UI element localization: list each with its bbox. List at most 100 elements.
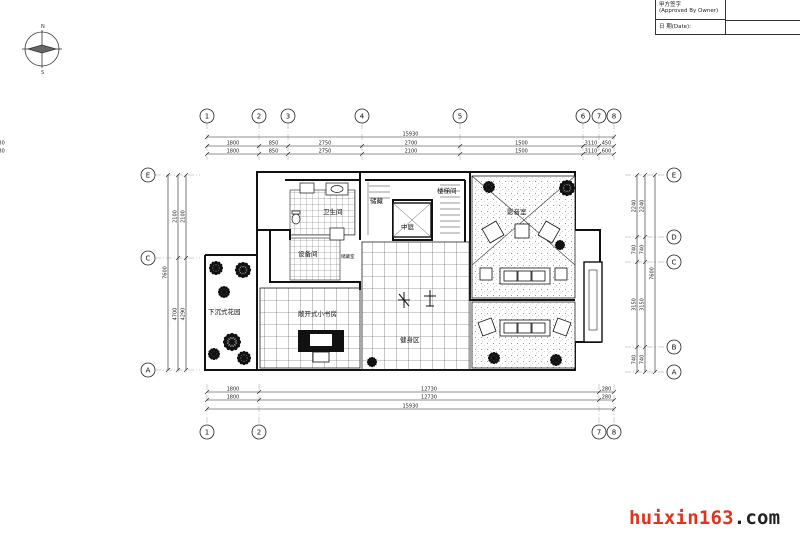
svg-text:E: E xyxy=(146,171,150,179)
gym-equipment-icon xyxy=(398,290,436,308)
equipment-floor xyxy=(289,237,341,281)
dim-bottom-row1-0: 1800 xyxy=(227,387,240,393)
toilet-icon xyxy=(291,182,349,241)
shrub-icon xyxy=(367,357,377,367)
axis-top-8: 8 xyxy=(606,108,622,124)
dim-bottom-row2-1: 12730 xyxy=(421,395,437,401)
stair-treads xyxy=(367,182,460,235)
study-floor xyxy=(259,287,361,369)
shrub-icon xyxy=(550,354,562,366)
svg-text:S: S xyxy=(41,70,44,76)
dim-top-row2-3: 2100 xyxy=(405,149,418,155)
study-desk-icon xyxy=(298,330,344,363)
watermark-domain: huixin163 xyxy=(629,507,734,529)
dim-top-total-0: 15930 xyxy=(403,132,419,138)
svg-text:A: A xyxy=(146,366,151,374)
approval-signature-cell xyxy=(726,0,800,21)
window-bay xyxy=(583,261,603,343)
axis-right-E: E xyxy=(666,167,682,183)
svg-text:8: 8 xyxy=(612,428,616,436)
dim-left-inner2-0: 2100 xyxy=(181,210,187,223)
gym-label: 健身区 xyxy=(400,335,420,344)
dim-top-row1-2: 2750 xyxy=(319,141,332,147)
axis-left-A: A xyxy=(140,362,156,378)
dim-right-inner2-1: 740 xyxy=(632,245,638,255)
svg-text:B: B xyxy=(672,343,677,351)
svg-text:N: N xyxy=(41,24,45,30)
svg-text:7: 7 xyxy=(597,112,601,120)
svg-text:D: D xyxy=(671,233,676,241)
dim-bottom-row2-0: 1800 xyxy=(227,395,240,401)
dim-right-inner2-3: 740 xyxy=(632,355,638,365)
axis-bottom-1: 1 xyxy=(199,424,215,440)
shrub-icon xyxy=(209,261,223,275)
dim-right-inner-2: 3150 xyxy=(640,298,646,311)
axis-bottom-7: 7 xyxy=(591,424,607,440)
dim-left-inner-1: 4700 xyxy=(173,308,179,321)
dim-top-row1-5: 3110 xyxy=(585,141,598,147)
dim-left-outer-0: 7600 xyxy=(163,266,169,279)
approval-en-label: (Approved By Owner) xyxy=(659,8,719,14)
dim-bottom-row2-2: 280 xyxy=(602,395,612,401)
dim-top-row1-1: 850 xyxy=(269,141,279,147)
svg-text:1: 1 xyxy=(205,112,209,120)
dim-top-row1-0: 1800 xyxy=(227,141,240,147)
axis-left-E: E xyxy=(140,167,156,183)
svg-text:2: 2 xyxy=(257,428,261,436)
gym-floor xyxy=(361,241,471,371)
shrub-icon xyxy=(559,180,575,196)
compass-icon: N S xyxy=(22,24,62,76)
armchair-icon xyxy=(477,220,572,337)
svg-text:5: 5 xyxy=(458,112,462,120)
garden-label: 下沉式花园 xyxy=(208,307,241,316)
dim-top-row1-4: 1500 xyxy=(515,141,528,147)
svg-text:4: 4 xyxy=(360,112,365,120)
axis-right-D: D xyxy=(666,229,682,245)
dim-bottom-row1-2: 280 xyxy=(602,387,612,393)
dim-top-row1-3: 2700 xyxy=(405,141,418,147)
dim-left-inner2-1: 4290 xyxy=(181,308,187,321)
svg-text:C: C xyxy=(146,254,151,262)
dim-left-inner-0: 2100 xyxy=(173,210,179,223)
approval-cell: 甲方签字 (Approved By Owner) xyxy=(656,0,726,20)
dim-top-row2-7: 280 xyxy=(0,149,5,155)
dim-top-row2-6: 600 xyxy=(602,149,612,155)
title-block: 甲方签字 (Approved By Owner) 日 期(Date): xyxy=(655,0,800,35)
axis-bottom-8: 8 xyxy=(606,424,622,440)
dim-right-inner-3: 740 xyxy=(640,355,646,365)
svg-text:C: C xyxy=(672,258,677,266)
storage-label: 储藏 xyxy=(370,196,384,205)
sofa-icon xyxy=(499,267,551,337)
axis-top-7: 7 xyxy=(591,108,607,124)
shrub-icon xyxy=(555,240,565,250)
watermark: huixin163.com xyxy=(629,507,780,529)
dim-top-row1-7: 280 xyxy=(0,141,5,147)
bathroom-label: 卫生间 xyxy=(323,207,343,216)
dim-top-row2-5: 3110 xyxy=(585,149,598,155)
courtyard-label: 中庭 xyxy=(401,222,415,231)
dim-right-outer-0: 7600 xyxy=(650,267,656,280)
axis-bottom-2: 2 xyxy=(251,424,267,440)
svg-text:6: 6 xyxy=(581,112,586,120)
dim-top-row2-4: 1500 xyxy=(515,149,528,155)
dim-top-row2-0: 1800 xyxy=(227,149,240,155)
small-storage-label: 储藏室 xyxy=(341,253,355,260)
tv-cabinet xyxy=(588,269,598,331)
plant-icons xyxy=(208,180,575,367)
shrub-icon xyxy=(223,333,241,351)
dim-top-row1-6: 450 xyxy=(602,141,612,147)
svg-text:7: 7 xyxy=(597,428,601,436)
axis-top-5: 5 xyxy=(452,108,468,124)
equipment-label: 设备间 xyxy=(298,249,318,258)
axis-top-1: 1 xyxy=(199,108,215,124)
axis-top-2: 2 xyxy=(251,108,267,124)
dim-right-inner-0: 2240 xyxy=(640,200,646,213)
approval-label: 甲方签字 xyxy=(659,2,682,8)
watermark-tld: .com xyxy=(733,507,781,529)
axis-top-6: 6 xyxy=(575,108,591,124)
dim-top-row2-2: 2750 xyxy=(319,149,332,155)
shrub-icon xyxy=(235,262,251,278)
shrub-icon xyxy=(483,181,495,193)
cinema-label: 影音室 xyxy=(507,207,527,216)
